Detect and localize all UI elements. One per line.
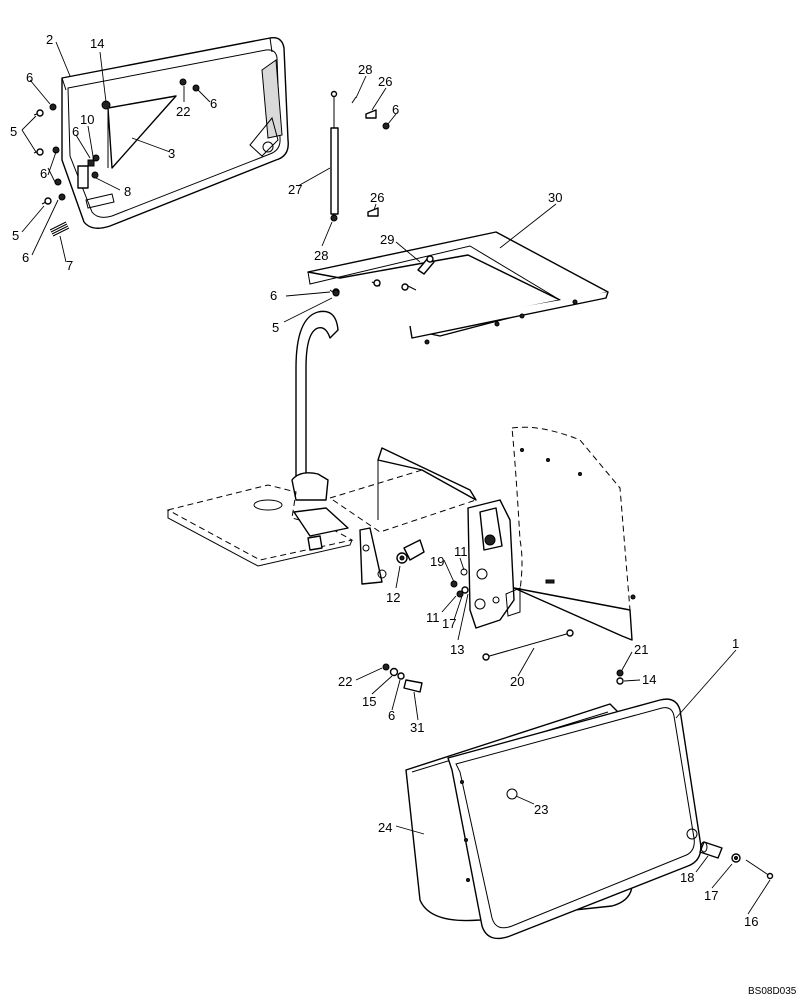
callout-10: 10 [80, 112, 94, 127]
pin-hardware [382, 663, 423, 693]
side-frame [467, 499, 521, 629]
callout-8: 8 [124, 184, 131, 199]
callout-6: 6 [388, 708, 395, 723]
callout-29: 29 [380, 232, 394, 247]
callout-5: 5 [12, 228, 19, 243]
callout-6: 6 [26, 70, 33, 85]
door-latch [77, 159, 99, 189]
callouts: 1 2 3 5 5 5 6 6 6 6 6 6 6 6 7 8 10 11 11… [10, 32, 758, 929]
callout-24: 24 [378, 820, 392, 835]
callout-11: 11 [426, 610, 440, 625]
callout-26: 26 [378, 74, 392, 89]
callout-7: 7 [66, 258, 73, 273]
washer-14 [616, 677, 624, 685]
gas-strut [330, 90, 339, 222]
callout-14: 14 [642, 672, 656, 687]
upper-door-panel [61, 37, 289, 229]
top-support-bracket [307, 231, 609, 345]
rear-side-panel [511, 426, 636, 641]
callout-5: 5 [10, 124, 17, 139]
callout-6: 6 [72, 124, 79, 139]
callout-23: 23 [534, 802, 548, 817]
callout-1: 1 [732, 636, 739, 651]
callout-2: 2 [46, 32, 53, 47]
callout-6: 6 [40, 166, 47, 181]
latch-mechanism [396, 539, 425, 564]
leader-lines [21, 41, 771, 915]
callout-11: 11 [454, 544, 468, 559]
spring [49, 221, 70, 237]
hinge-hardware [699, 841, 774, 880]
callout-18: 18 [680, 870, 694, 885]
callout-6: 6 [22, 250, 29, 265]
callout-16: 16 [744, 914, 758, 929]
mast-tube [291, 310, 339, 501]
callout-6: 6 [270, 288, 277, 303]
callout-22: 22 [176, 104, 190, 119]
drawing-reference: BS08D035 [748, 986, 797, 997]
callout-6: 6 [392, 102, 399, 117]
callout-14: 14 [90, 36, 104, 51]
callout-17: 17 [442, 616, 456, 631]
callout-22: 22 [338, 674, 352, 689]
callout-30: 30 [548, 190, 562, 205]
callout-3: 3 [168, 146, 175, 161]
callout-19: 19 [430, 554, 444, 569]
front-door-panel [447, 698, 702, 940]
callout-26: 26 [370, 190, 384, 205]
callout-28: 28 [358, 62, 372, 77]
bolt-stack [450, 568, 469, 598]
callout-27: 27 [288, 182, 302, 197]
door-hardware [33, 78, 200, 205]
callout-31: 31 [410, 720, 424, 735]
callout-13: 13 [450, 642, 464, 657]
callout-17: 17 [704, 888, 718, 903]
latch-pin [417, 255, 435, 275]
callout-21: 21 [634, 642, 648, 657]
callout-20: 20 [510, 674, 524, 689]
nut-6 [332, 289, 340, 297]
strut-hardware [351, 96, 390, 217]
callout-6: 6 [210, 96, 217, 111]
callout-12: 12 [386, 590, 400, 605]
callout-5: 5 [272, 320, 279, 335]
callout-15: 15 [362, 694, 376, 709]
seat-base [328, 447, 478, 585]
rod [482, 629, 574, 661]
floor-plate [166, 484, 354, 567]
door-plate [107, 95, 177, 169]
callout-28: 28 [314, 248, 328, 263]
nut-21 [616, 669, 624, 677]
